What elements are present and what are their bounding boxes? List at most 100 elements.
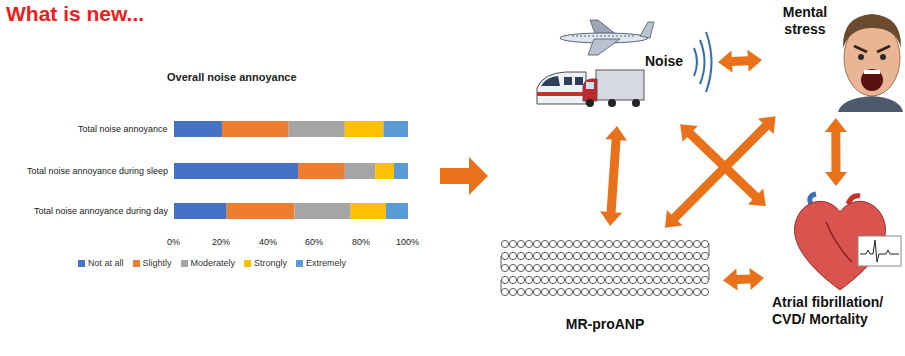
amino-acid — [501, 288, 508, 295]
amino-acid — [581, 276, 588, 283]
amino-acid — [701, 264, 708, 271]
amino-acid — [541, 264, 548, 271]
bar-segment — [295, 203, 351, 219]
illustration-shape — [596, 70, 644, 100]
axis-tick-label: 20% — [212, 237, 230, 247]
amino-acid — [597, 252, 604, 259]
amino-acid — [581, 288, 588, 295]
amino-acid — [669, 240, 676, 247]
big-arrow — [440, 157, 488, 195]
bar-segment — [383, 121, 408, 137]
amino-acid — [645, 252, 652, 259]
amino-acid — [637, 288, 644, 295]
amino-acid — [613, 264, 620, 271]
legend-swatch — [244, 260, 251, 267]
node-label: Noise — [645, 53, 705, 70]
amino-acid — [565, 252, 572, 259]
amino-acid — [653, 276, 660, 283]
amino-acid — [669, 264, 676, 271]
illustration-shape — [864, 70, 880, 74]
amino-acid — [541, 240, 548, 247]
amino-acid — [637, 252, 644, 259]
amino-acid — [573, 288, 580, 295]
bar-segment — [345, 121, 384, 137]
outcome-node: Atrial fibrillation/ CVD/ Mortality — [770, 192, 903, 356]
bar-segment — [345, 163, 375, 179]
amino-acid — [597, 240, 604, 247]
amino-acid — [677, 252, 684, 259]
double-arrow — [723, 268, 764, 291]
amino-acid — [701, 288, 708, 295]
amino-acid — [509, 288, 516, 295]
amino-acid — [637, 276, 644, 283]
axis-tick-label: 80% — [352, 237, 370, 247]
amino-acid — [525, 276, 532, 283]
amino-acid — [677, 288, 684, 295]
illustration-shape — [877, 46, 890, 52]
amino-acid — [645, 264, 652, 271]
amino-acid — [693, 288, 700, 295]
illustration-shape — [826, 222, 852, 262]
illustration-shape — [640, 22, 654, 38]
illustration-shape — [694, 48, 697, 76]
slide-title: What is new... — [6, 2, 144, 26]
amino-acid — [653, 264, 660, 271]
amino-acid — [573, 252, 580, 259]
amino-acid — [549, 264, 556, 271]
illustration-shape — [858, 54, 864, 60]
amino-acid — [533, 276, 540, 283]
aircraft-illustration — [560, 20, 654, 55]
illustration-shape — [564, 77, 572, 85]
amino-acid — [589, 276, 596, 283]
axis-tick-label: 0% — [167, 237, 180, 247]
amino-acid — [501, 252, 508, 259]
amino-acid — [629, 276, 636, 283]
amino-acid — [517, 276, 524, 283]
bar-segment — [289, 121, 345, 137]
amino-acid — [661, 276, 668, 283]
amino-acid — [581, 240, 588, 247]
amino-acid — [549, 288, 556, 295]
amino-acid — [597, 264, 604, 271]
amino-acid — [565, 276, 572, 283]
amino-acid — [693, 264, 700, 271]
bar-segment — [174, 163, 298, 179]
amino-acid — [509, 264, 516, 271]
amino-acid — [685, 264, 692, 271]
amino-acid — [501, 240, 508, 247]
stacked-bars — [174, 121, 408, 219]
amino-acid — [525, 240, 532, 247]
legend-label: Extremely — [306, 258, 346, 268]
legend-label: Moderately — [191, 258, 236, 268]
amino-acid — [517, 264, 524, 271]
amino-acid — [613, 240, 620, 247]
double-arrow — [600, 126, 627, 226]
amino-acid — [621, 264, 628, 271]
legend-swatch — [296, 260, 303, 267]
amino-acid — [605, 288, 612, 295]
amino-acid — [661, 252, 668, 259]
amino-acid — [645, 276, 652, 283]
axis-tick-label: 100% — [396, 237, 419, 247]
amino-acid — [629, 252, 636, 259]
amino-acid — [661, 288, 668, 295]
amino-acid — [685, 288, 692, 295]
double-arrow — [718, 50, 762, 73]
legend-item: Not at all — [78, 258, 124, 268]
amino-acid — [573, 240, 580, 247]
legend-item: Extremely — [296, 258, 346, 268]
amino-acid — [557, 252, 564, 259]
amino-acid — [661, 240, 668, 247]
bar-segment — [174, 121, 222, 137]
illustration-shape — [861, 69, 883, 91]
stressed-face-illustration — [838, 14, 903, 112]
amino-acid — [669, 288, 676, 295]
illustration-shape — [586, 99, 594, 107]
node-label: MR-proANP — [495, 316, 715, 333]
amino-acid — [549, 276, 556, 283]
amino-acid — [525, 252, 532, 259]
amino-acid — [685, 276, 692, 283]
peptide-bond — [709, 244, 710, 256]
